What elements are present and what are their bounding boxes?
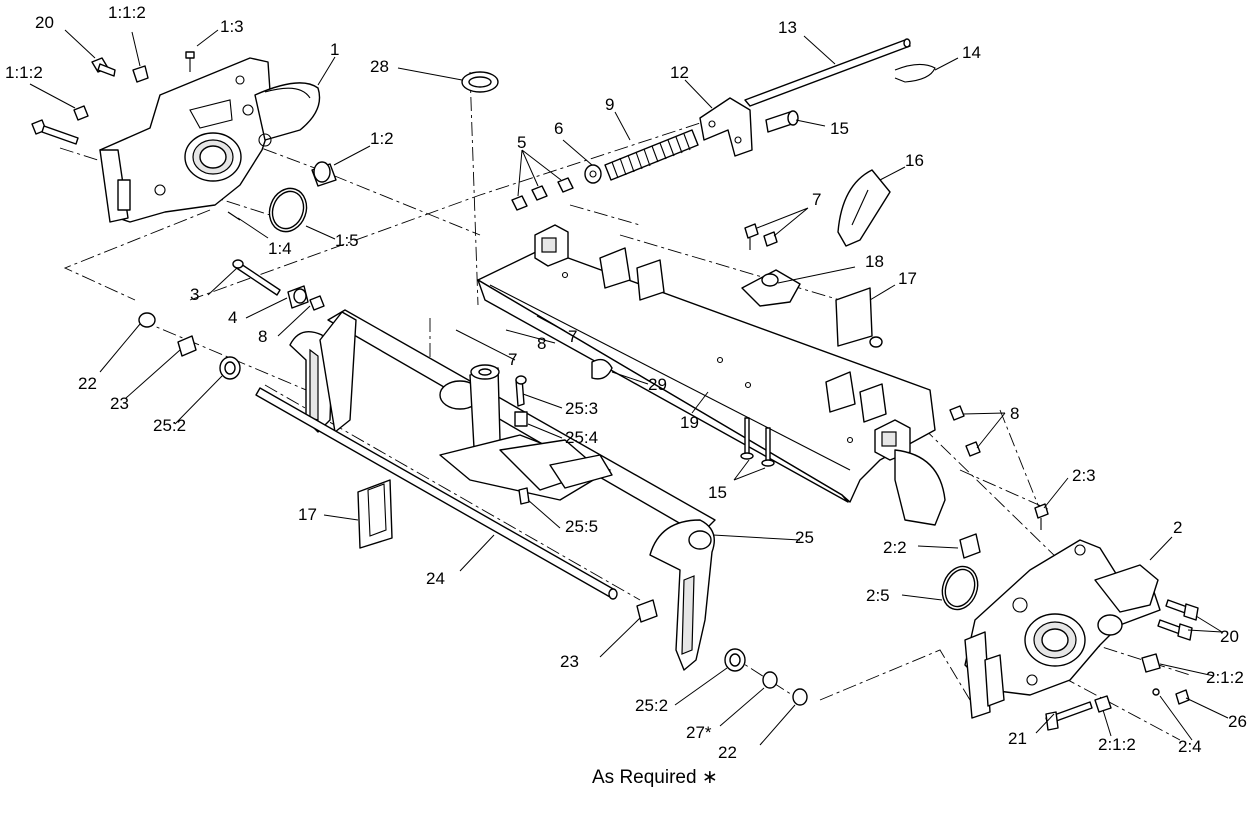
- callout-17: 17: [898, 269, 917, 288]
- callout-23: 23: [110, 394, 129, 413]
- callout-8: 8: [258, 327, 267, 346]
- right-plate-fasteners: [941, 503, 1199, 731]
- left-bushing-oring-pin: [227, 161, 337, 233]
- callout-9: 9: [605, 95, 614, 114]
- left-pivot-hardware: [138, 259, 325, 380]
- lift-arm-assembly-25: [289, 309, 716, 671]
- callout-22: 22: [718, 743, 737, 762]
- callout-15: 15: [708, 483, 727, 502]
- right-nuts-8: [949, 405, 981, 457]
- callout-1-4: 1:4: [268, 239, 292, 258]
- as-required-footnote: As Required ∗: [592, 767, 718, 788]
- callout-25: 25: [795, 528, 814, 547]
- callout-1-1-2: 1:1:2: [108, 3, 146, 22]
- callout-2-2: 2:2: [883, 538, 907, 557]
- callout-12: 12: [670, 63, 689, 82]
- callout-13: 13: [778, 18, 797, 37]
- callout-1-1-2: 1:1:2: [5, 63, 43, 82]
- callout-labels: 20 1:1:2 1:3 1:1:2 1 28 13 14 12 9 15 1:…: [5, 3, 1247, 762]
- callout-16: 16: [905, 151, 924, 170]
- callout-22: 22: [78, 374, 97, 393]
- frame-bolts-15: [740, 417, 775, 467]
- callout-7: 7: [812, 190, 821, 209]
- callout-2-4: 2:4: [1178, 737, 1202, 756]
- spring-and-nuts: [511, 129, 699, 211]
- callout-18: 18: [865, 252, 884, 271]
- callout-2-1-2: 2:1:2: [1206, 668, 1244, 687]
- callout-6: 6: [554, 119, 563, 138]
- center-frame-19: [477, 224, 946, 526]
- callout-25-4: 25:4: [565, 428, 598, 447]
- left-plate-fasteners: [31, 51, 195, 145]
- handle-and-bracket-right: [741, 169, 891, 348]
- callout-21: 21: [1008, 729, 1027, 748]
- callout-2: 2: [1173, 518, 1182, 537]
- bearing-washer-28: [461, 71, 499, 93]
- leader-lines: [29, 29, 1229, 746]
- callout-5: 5: [517, 133, 526, 152]
- callout-25-2: 25:2: [635, 696, 668, 715]
- left-side-plate-assembly: [99, 57, 321, 223]
- callout-25-3: 25:3: [565, 399, 598, 418]
- callout-19: 19: [680, 413, 699, 432]
- callout-25-5: 25:5: [565, 517, 598, 536]
- callout-17: 17: [298, 505, 317, 524]
- callout-2-5: 2:5: [866, 586, 890, 605]
- callout-1-3: 1:3: [220, 17, 244, 36]
- callout-2-1-2: 2:1:2: [1098, 735, 1136, 754]
- callout-1-5: 1:5: [335, 231, 359, 250]
- callout-1-2: 1:2: [370, 129, 394, 148]
- callout-26: 26: [1228, 712, 1247, 731]
- callout-2-3: 2:3: [1072, 466, 1096, 485]
- callout-1: 1: [330, 40, 339, 59]
- callout-8: 8: [537, 334, 546, 353]
- callout-3: 3: [190, 285, 199, 304]
- callout-24: 24: [426, 569, 445, 588]
- callout-15: 15: [830, 119, 849, 138]
- callout-20: 20: [35, 13, 54, 32]
- callout-14: 14: [962, 43, 981, 62]
- right-side-plate-assembly: [964, 539, 1161, 719]
- callout-8: 8: [1010, 404, 1019, 423]
- callout-28: 28: [370, 57, 389, 76]
- callout-4: 4: [228, 308, 237, 327]
- upper-rod-and-bracket: [699, 38, 936, 157]
- lower-rod-and-washers: [255, 387, 808, 706]
- callout-7: 7: [568, 327, 577, 346]
- callout-29: 29: [648, 375, 667, 394]
- callout-23: 23: [560, 652, 579, 671]
- callout-20: 20: [1220, 627, 1239, 646]
- callout-27-as-required: 27*: [686, 723, 712, 742]
- callout-7: 7: [508, 350, 517, 369]
- callout-25-2: 25:2: [153, 416, 186, 435]
